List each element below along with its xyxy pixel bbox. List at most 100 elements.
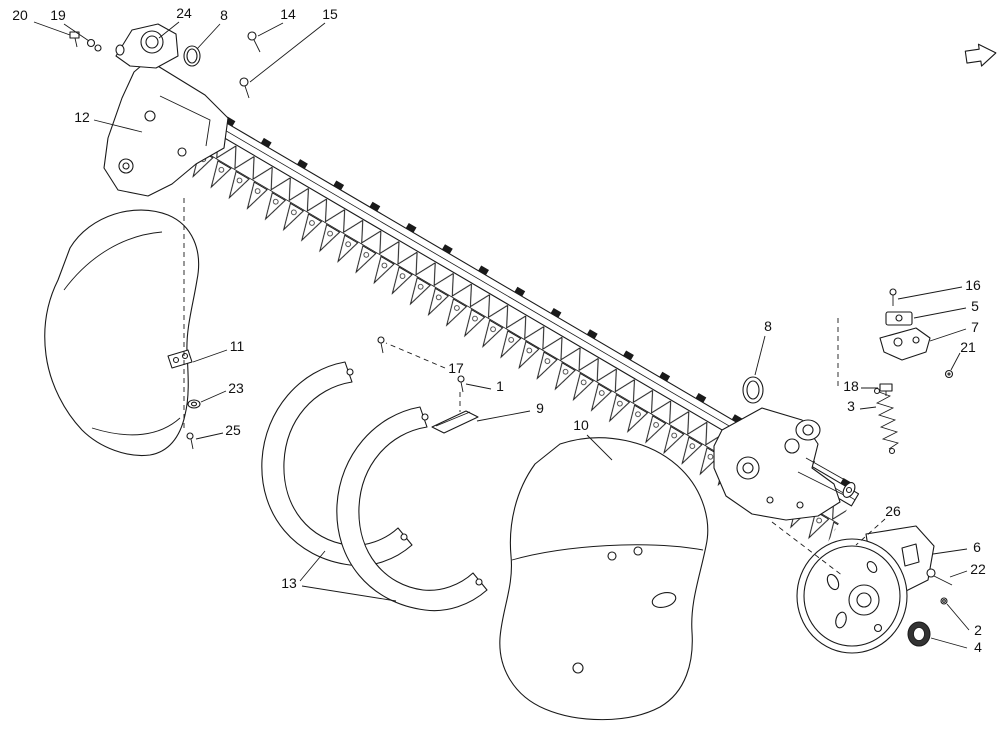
bracket-hole: [784, 438, 800, 454]
callout-18: 18: [843, 378, 859, 394]
bracket-inner-edge: [159, 95, 211, 147]
callout-15: 15: [322, 6, 338, 22]
leader-line: [930, 637, 968, 649]
washers-19: [86, 38, 102, 52]
skid-strap: [261, 361, 413, 567]
disc-hub-bore: [856, 592, 872, 608]
callout-5: 5: [971, 298, 979, 314]
leader-line: [93, 119, 143, 133]
bracket-hole: [177, 147, 187, 157]
callout-16: 16: [965, 277, 981, 293]
drive-shaft: [797, 457, 856, 498]
end-bracket-plate: [713, 407, 841, 521]
bolt-15: [239, 77, 250, 99]
washer-23: [187, 399, 201, 409]
leader-line: [301, 585, 397, 602]
callout-12: 12: [74, 109, 90, 125]
leader-line: [299, 550, 326, 582]
callout-2: 2: [974, 622, 982, 638]
bolt-25: [186, 432, 194, 450]
cutter-bar: [138, 88, 860, 549]
leader-line: [855, 518, 886, 546]
shield-crease: [91, 417, 181, 436]
disc-hole: [835, 611, 847, 629]
callout-26: 26: [885, 503, 901, 519]
shield-crease: [511, 544, 704, 561]
washer-2: [940, 597, 948, 605]
center-shield-body: [499, 437, 709, 721]
leader-line: [897, 286, 963, 300]
strap-hole: [400, 533, 408, 541]
left-shield: [44, 209, 200, 457]
callout-23: 23: [228, 380, 244, 396]
shield-small-hole: [572, 662, 584, 674]
bracket-bolt: [766, 496, 774, 504]
bolt-17: [377, 336, 385, 354]
plate-slot: [901, 543, 920, 567]
callout-1: 1: [496, 378, 504, 394]
callout-17: 17: [448, 360, 464, 376]
bolt-22: [926, 568, 953, 586]
leader-line: [158, 21, 180, 39]
callout-14: 14: [280, 6, 296, 22]
callout-8: 8: [220, 7, 228, 23]
bracket-7: [879, 327, 931, 361]
bracket-bore-inner: [742, 462, 754, 474]
disc-hole: [873, 623, 883, 633]
leader-line: [63, 23, 90, 42]
bracket-plate: [103, 59, 229, 197]
left-mount-bracket: [103, 59, 229, 197]
callout-10: 10: [573, 417, 589, 433]
hold-down-hardware: [377, 336, 479, 434]
leader-line: [476, 410, 531, 422]
leader-line: [195, 432, 224, 440]
skid-strap: [336, 406, 488, 612]
leader-line: [859, 406, 877, 410]
bracket-hole: [144, 110, 156, 122]
leader-line: [465, 383, 492, 390]
leader-line: [249, 22, 326, 83]
callout-8: 8: [764, 318, 772, 334]
leader-line: [196, 23, 221, 50]
callout-24: 24: [176, 5, 192, 21]
callout-13: 13: [281, 575, 297, 591]
strap-hole: [421, 413, 429, 421]
callout-11: 11: [230, 338, 245, 354]
seal-ring-4: [907, 621, 931, 647]
callout-3: 3: [847, 398, 855, 414]
callout-20: 20: [12, 7, 28, 23]
callout-19: 19: [50, 7, 66, 23]
leader-line: [385, 342, 446, 369]
disc-hole: [866, 561, 878, 573]
bolt-14: [247, 31, 261, 53]
shield-hole: [633, 546, 643, 556]
disc-hole: [826, 573, 840, 591]
bolt-1: [457, 375, 465, 393]
shield-hole: [607, 551, 617, 561]
o-ring-left-inner: [186, 48, 198, 64]
wear-plate-9: [431, 410, 479, 434]
strap-hole: [346, 368, 354, 376]
bushing-inner: [145, 35, 159, 49]
callout-7: 7: [971, 319, 979, 335]
leader-line: [586, 434, 613, 461]
bolt-16: [889, 288, 897, 306]
callout-25: 25: [225, 422, 241, 438]
leader-line: [257, 22, 284, 37]
leader-line: [929, 328, 967, 342]
callout-9: 9: [536, 400, 544, 416]
callout-21: 21: [960, 339, 976, 355]
bracket-boss-inner: [802, 424, 814, 436]
knife-sections: [152, 102, 850, 524]
bracket-bolt: [796, 501, 804, 509]
right-end-bracket: [713, 407, 856, 521]
fitting-18: [879, 383, 893, 396]
center-shield: [499, 437, 709, 721]
shield-slot: [651, 592, 677, 608]
tensioner-hardware: [873, 288, 954, 455]
spring-3: [873, 387, 899, 455]
tab-hole: [172, 356, 180, 364]
strap-hole: [475, 578, 483, 586]
